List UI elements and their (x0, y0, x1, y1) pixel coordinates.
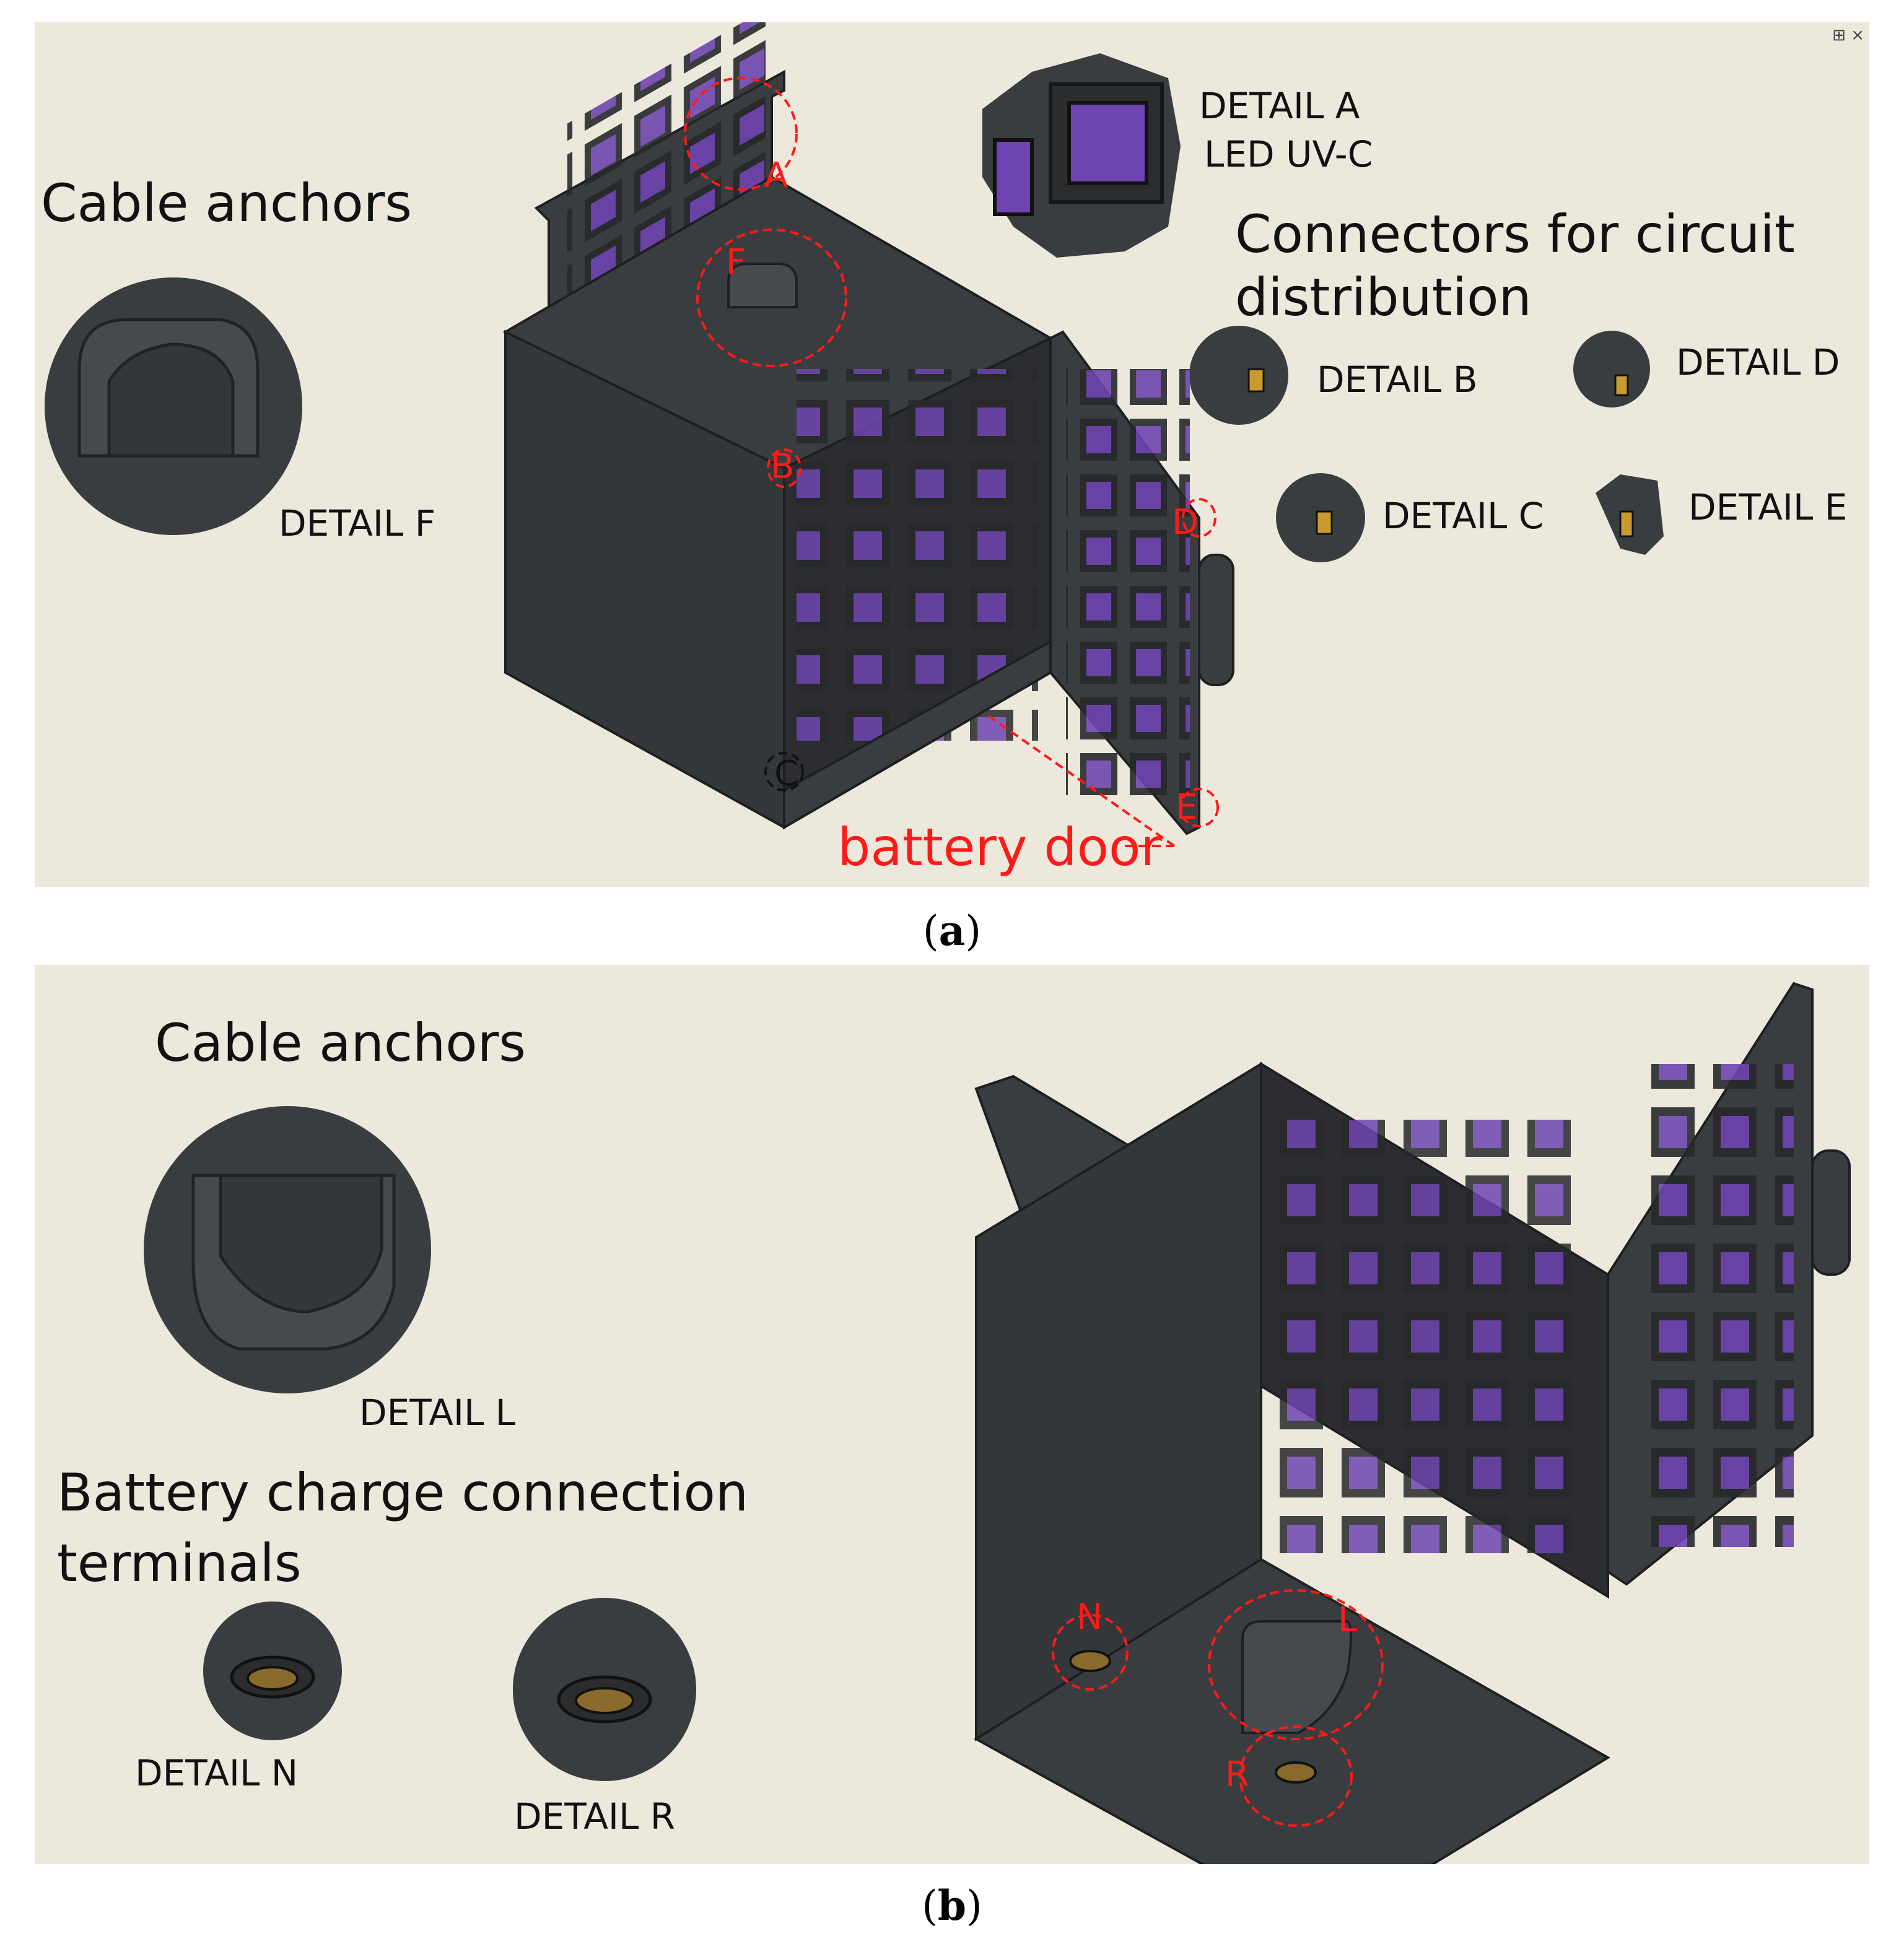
caption-b: (b) (922, 1881, 982, 1930)
battery-terminals-line2: terminals (57, 1533, 302, 1593)
uv-box-isometric-b (974, 982, 1851, 1864)
marker-e: E (1176, 787, 1198, 827)
detail-r-label: DETAIL R (514, 1795, 676, 1837)
marker-f: F (726, 242, 746, 282)
detail-n-view (203, 1602, 342, 1740)
panel-b-drawing (144, 982, 1851, 1864)
connectors-line2: distribution (1235, 267, 1532, 328)
caption-b-letter: b (937, 1881, 967, 1930)
uv-box-isometric-a (502, 22, 1234, 835)
detail-l-label: DETAIL L (359, 1392, 516, 1434)
panel-a-drawing (45, 22, 1664, 847)
window-controls[interactable]: ⊞ × (1832, 26, 1864, 45)
cable-anchors-title-b: Cable anchors (155, 1013, 526, 1073)
detail-c-view (1276, 473, 1365, 562)
detail-a-view (982, 53, 1181, 258)
detail-f-label: DETAIL F (279, 502, 436, 544)
red-annotations-b (1052, 1589, 1384, 1827)
detail-r-view (513, 1598, 696, 1781)
detail-d-view (1573, 331, 1650, 408)
panel-a: ⊞ × Cable anchors DETAIL F DETAIL A LED … (35, 22, 1869, 887)
detail-e-view (1596, 474, 1664, 555)
detail-l-view (144, 1106, 431, 1393)
caption-a: (a) (922, 907, 982, 955)
panel-b: Cable anchors DETAIL L Battery charge co… (35, 965, 1869, 1864)
battery-door-label: battery door (837, 817, 1162, 878)
marker-b: B (771, 447, 795, 487)
marker-c: C (774, 754, 799, 794)
detail-n-label: DETAIL N (135, 1752, 299, 1794)
detail-b-view (1189, 326, 1288, 425)
marker-a: A (764, 155, 788, 196)
cable-anchors-title: Cable anchors (41, 173, 412, 233)
detail-f-view (45, 277, 302, 535)
marker-r: R (1225, 1754, 1249, 1795)
caption-a-letter: a (938, 907, 966, 955)
red-annotations-a (684, 77, 1219, 847)
detail-c-label: DETAIL C (1382, 495, 1544, 537)
led-uvc-label: LED UV-C (1204, 133, 1373, 175)
detail-d-label: DETAIL D (1676, 341, 1840, 383)
detail-e-label: DETAIL E (1688, 486, 1848, 528)
connectors-line1: Connectors for circuit (1235, 204, 1795, 264)
marker-n: N (1076, 1597, 1103, 1637)
marker-l: L (1338, 1600, 1358, 1640)
battery-terminals-line1: Battery charge connection (57, 1462, 749, 1523)
detail-b-label: DETAIL B (1317, 359, 1478, 401)
marker-d: D (1172, 502, 1199, 543)
detail-a-label: DETAIL A (1199, 85, 1360, 127)
